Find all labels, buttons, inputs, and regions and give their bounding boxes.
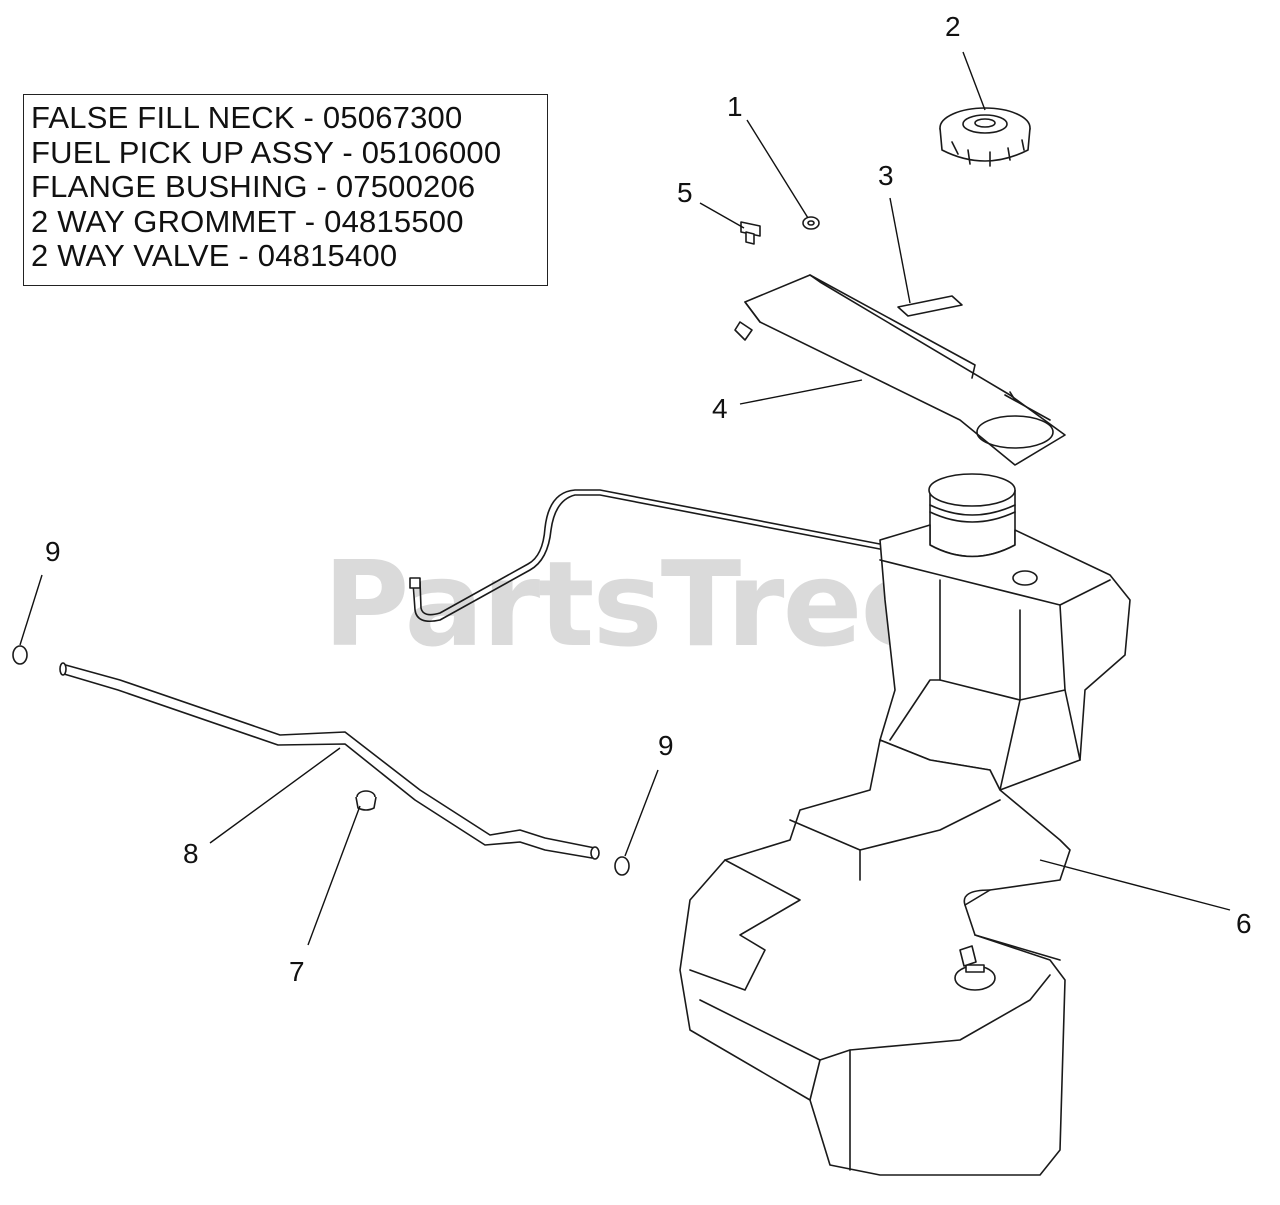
legend-line-false-fill-neck: FALSE FILL NECK - 05067300 [31, 100, 463, 135]
callout-2: 2 [945, 11, 961, 42]
callout-6: 6 [1236, 908, 1252, 939]
callout-9-left: 9 [45, 536, 61, 567]
decal-part [897, 295, 963, 317]
callout-1: 1 [727, 91, 743, 122]
fuel-cap-part [939, 107, 1031, 167]
screw-part [740, 221, 761, 245]
watermark: PartsTree [323, 535, 941, 673]
hose-clamp-left-part [12, 645, 28, 665]
flange-bushing-part [802, 216, 820, 230]
callout-4: 4 [712, 393, 728, 424]
fuel-tank-part [679, 473, 1131, 1176]
bracket-part [734, 274, 1066, 466]
callout-8: 8 [183, 838, 199, 869]
callout-7: 7 [289, 956, 305, 987]
hose-clamp-right-part [614, 856, 630, 876]
callout-3: 3 [878, 160, 894, 191]
legend-line-fuel-pick-up-assy: FUEL PICK UP ASSY - 05106000 [31, 134, 502, 170]
fuel-hose-part [59, 662, 600, 860]
parts-legend: FALSE FILL NECK - 05067300 FUEL PICK UP … [23, 94, 548, 286]
leader-lines [19, 51, 1231, 946]
legend-line-flange-bushing: FLANGE BUSHING - 07500206 [31, 169, 476, 204]
callout-9-right: 9 [658, 730, 674, 761]
legend-line-2-way-valve: 2 WAY VALVE - 04815400 [31, 238, 398, 273]
fuel-line-upper [409, 489, 1021, 623]
two-way-valve-part [355, 790, 377, 811]
legend-line-2-way-grommet: 2 WAY GROMMET - 04815500 [31, 203, 464, 239]
callout-5: 5 [677, 177, 693, 208]
